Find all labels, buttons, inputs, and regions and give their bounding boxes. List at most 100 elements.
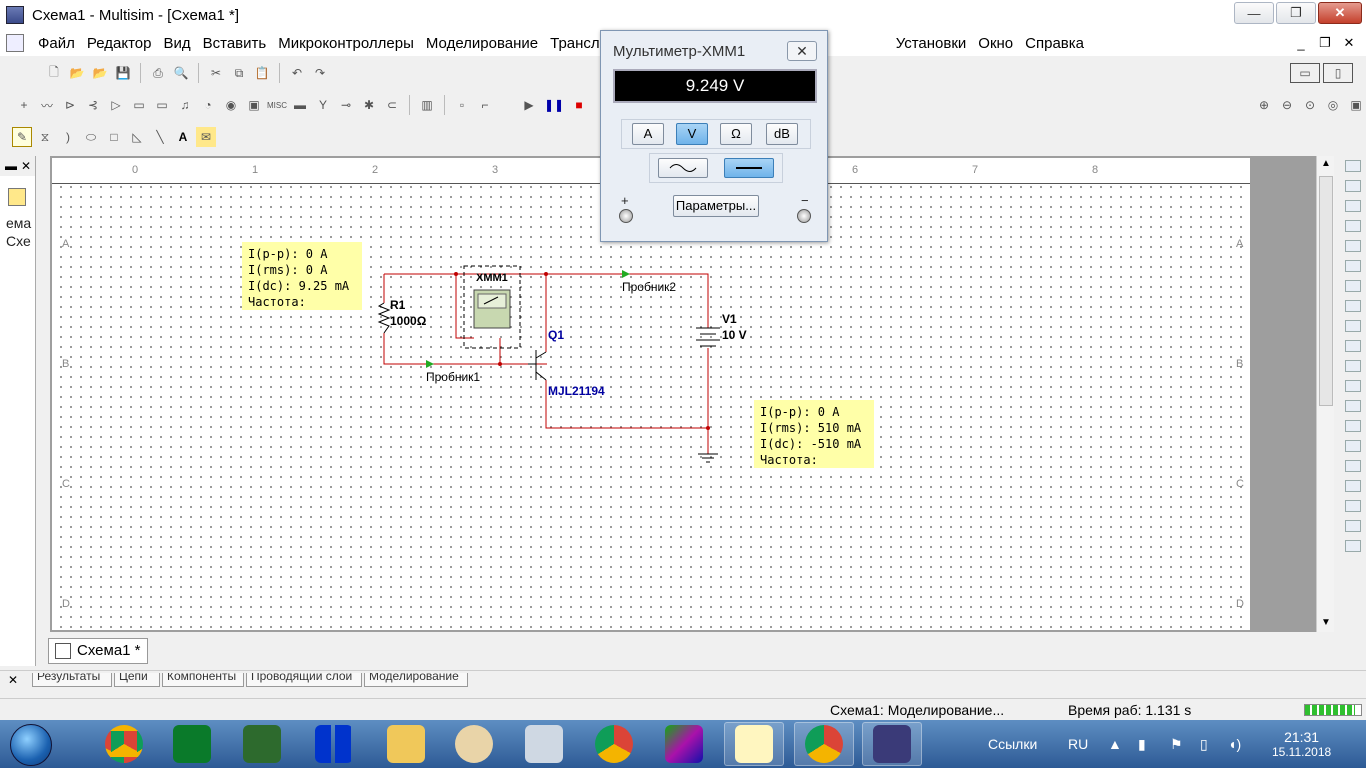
mdi-close-icon[interactable]: ✕ bbox=[1343, 35, 1355, 50]
tray-language[interactable]: RU bbox=[1068, 736, 1089, 752]
zoom-in-icon[interactable]: ⊕ bbox=[1258, 98, 1270, 112]
menu-transfer[interactable]: Трансл bbox=[550, 34, 600, 52]
basic-icon[interactable]: 〰 bbox=[40, 98, 53, 113]
multimeter-close-button[interactable]: ✕ bbox=[787, 41, 817, 61]
menu-window[interactable]: Окно bbox=[978, 34, 1014, 52]
line-icon[interactable]: ╲ bbox=[156, 130, 164, 144]
fullscreen-icon[interactable]: ▣ bbox=[1350, 98, 1362, 112]
scroll-down-icon[interactable]: ▼ bbox=[1321, 617, 1331, 628]
zoom-out-icon[interactable]: ⊖ bbox=[1281, 98, 1293, 112]
print-preview-icon[interactable]: 🔍 bbox=[173, 66, 189, 80]
cmos-icon[interactable]: ▭ bbox=[156, 98, 168, 112]
network-icon[interactable]: ▮ bbox=[1138, 735, 1146, 752]
taskbar-chrome-2[interactable] bbox=[584, 722, 644, 766]
positive-terminal[interactable] bbox=[619, 209, 633, 223]
taskbar-chrome-1[interactable] bbox=[94, 722, 154, 766]
tab-components[interactable]: Компоненты bbox=[162, 673, 244, 687]
tray-clock[interactable]: 21:31 15.11.2018 bbox=[1272, 720, 1331, 768]
ellipse-icon[interactable]: ⬭ bbox=[85, 129, 97, 144]
taskbar-calculator[interactable] bbox=[514, 722, 574, 766]
power-icon[interactable]: ▣ bbox=[248, 98, 260, 112]
menu-insert[interactable]: Вставить bbox=[202, 34, 267, 52]
multimeter-window[interactable]: Мультиметр-XMM1 ✕ 9.249 V A V Ω dB + − П… bbox=[600, 30, 828, 242]
logic-analyzer-icon[interactable] bbox=[1345, 320, 1361, 332]
polygon-icon[interactable]: ⧖ bbox=[40, 129, 50, 144]
print-icon[interactable]: ⎙ bbox=[153, 65, 163, 80]
diode-icon[interactable]: ⊳ bbox=[64, 98, 76, 112]
redo-icon[interactable]: ↷ bbox=[314, 66, 326, 80]
negative-terminal[interactable] bbox=[797, 209, 811, 223]
menu-options[interactable]: Установки bbox=[895, 34, 967, 52]
tab-copper-layers[interactable]: Проводящий слой bbox=[246, 673, 362, 687]
mdi-restore-icon[interactable]: ❐ bbox=[1319, 35, 1331, 50]
menu-simulate[interactable]: Моделирование bbox=[425, 34, 539, 52]
menu-edit[interactable]: Редактор bbox=[86, 34, 152, 52]
spectrum-analyzer-icon[interactable] bbox=[1345, 400, 1361, 412]
tab-results[interactable]: Результаты bbox=[32, 673, 112, 687]
ttl-icon[interactable]: ▭ bbox=[133, 98, 145, 112]
tab-schema1[interactable]: Схема1 * bbox=[48, 638, 148, 664]
battery-icon[interactable]: ▯ bbox=[1200, 735, 1208, 752]
arc-icon[interactable]: ) bbox=[66, 130, 70, 144]
mode-voltmeter-button[interactable]: V bbox=[676, 123, 708, 145]
taskbar-notepad[interactable] bbox=[724, 722, 784, 766]
current-probe-icon[interactable] bbox=[1345, 540, 1361, 552]
misc-icon[interactable]: MISC bbox=[267, 100, 287, 110]
schematic-canvas[interactable]: 0 1 2 3 6 7 8 A B C D A B C D bbox=[52, 158, 1250, 630]
graphic-annotation-icon[interactable]: ✎ bbox=[12, 127, 32, 147]
connector-icon[interactable]: ⊂ bbox=[386, 98, 398, 112]
indicator-icon[interactable]: ◉ bbox=[225, 98, 237, 112]
mode-ohmmeter-button[interactable]: Ω bbox=[720, 123, 752, 145]
open-icon[interactable]: 📂 bbox=[69, 66, 85, 80]
flag-icon[interactable]: ⚑ bbox=[1170, 735, 1183, 752]
taskbar-paint[interactable] bbox=[444, 722, 504, 766]
open-sample-icon[interactable]: 📂 bbox=[92, 66, 108, 80]
menu-file[interactable]: Файл bbox=[38, 34, 75, 52]
restore-button[interactable]: ❐ bbox=[1276, 2, 1316, 24]
mcu-icon[interactable]: ▥ bbox=[421, 98, 433, 112]
function-generator-icon[interactable] bbox=[1345, 180, 1361, 192]
spreadsheet-close-icon[interactable]: ✕ bbox=[8, 673, 19, 687]
taskbar-app-grid[interactable] bbox=[304, 722, 364, 766]
scrollbar-thumb[interactable] bbox=[1319, 176, 1333, 406]
tray-links[interactable]: Ссылки bbox=[988, 736, 1038, 752]
agilent-multimeter-icon[interactable] bbox=[1345, 460, 1361, 472]
taskbar-explorer[interactable] bbox=[376, 722, 436, 766]
agilent-generator-icon[interactable] bbox=[1345, 440, 1361, 452]
tab-nets[interactable]: Цепи bbox=[114, 673, 160, 687]
close-button[interactable]: ✕ bbox=[1318, 2, 1362, 24]
advanced-peripherals-icon[interactable]: ▬ bbox=[294, 98, 306, 112]
labview-instrument-icon[interactable] bbox=[1345, 520, 1361, 532]
start-button[interactable] bbox=[10, 724, 52, 766]
taskbar-chrome-3[interactable] bbox=[794, 722, 854, 766]
menu-help[interactable]: Справка bbox=[1025, 34, 1084, 52]
run-icon[interactable]: ▶ bbox=[524, 98, 534, 112]
paste-icon[interactable]: 📋 bbox=[254, 66, 270, 80]
iv-analyzer-icon[interactable] bbox=[1345, 360, 1361, 372]
panel-tree-item-2[interactable]: Схе bbox=[6, 233, 31, 249]
grid-view-icon[interactable]: ▭ bbox=[1290, 63, 1320, 83]
save-icon[interactable]: 💾 bbox=[115, 66, 131, 80]
copy-icon[interactable]: ⧉ bbox=[234, 65, 244, 80]
mode-decibel-button[interactable]: dB bbox=[766, 123, 798, 145]
analog-icon[interactable]: ▷ bbox=[111, 98, 121, 112]
wattmeter-icon[interactable] bbox=[1345, 200, 1361, 212]
mixed-icon[interactable]: ◔ bbox=[204, 98, 212, 112]
minimize-button[interactable]: — bbox=[1234, 2, 1274, 24]
distortion-analyzer-icon[interactable] bbox=[1345, 380, 1361, 392]
menu-mcu[interactable]: Микроконтроллеры bbox=[278, 34, 414, 52]
rectangle-icon[interactable]: □ bbox=[110, 130, 118, 144]
undo-icon[interactable]: ↶ bbox=[291, 66, 303, 80]
zoom-area-icon[interactable]: ⊙ bbox=[1304, 98, 1316, 112]
pause-icon[interactable]: ❚❚ bbox=[543, 98, 565, 112]
agilent-oscilloscope-icon[interactable] bbox=[1345, 480, 1361, 492]
word-generator-icon[interactable] bbox=[1345, 300, 1361, 312]
scroll-up-icon[interactable]: ▲ bbox=[1321, 158, 1331, 169]
frequency-counter-icon[interactable] bbox=[1345, 280, 1361, 292]
panel-tree-item-1[interactable]: ема bbox=[6, 215, 32, 231]
electromechanical-icon[interactable]: ⊸ bbox=[340, 98, 352, 112]
parameters-button[interactable]: Параметры... bbox=[673, 195, 759, 217]
comment-icon[interactable]: ✉ bbox=[196, 127, 216, 147]
new-icon[interactable]: 🗋 bbox=[49, 64, 59, 79]
network-analyzer-icon[interactable] bbox=[1345, 420, 1361, 432]
